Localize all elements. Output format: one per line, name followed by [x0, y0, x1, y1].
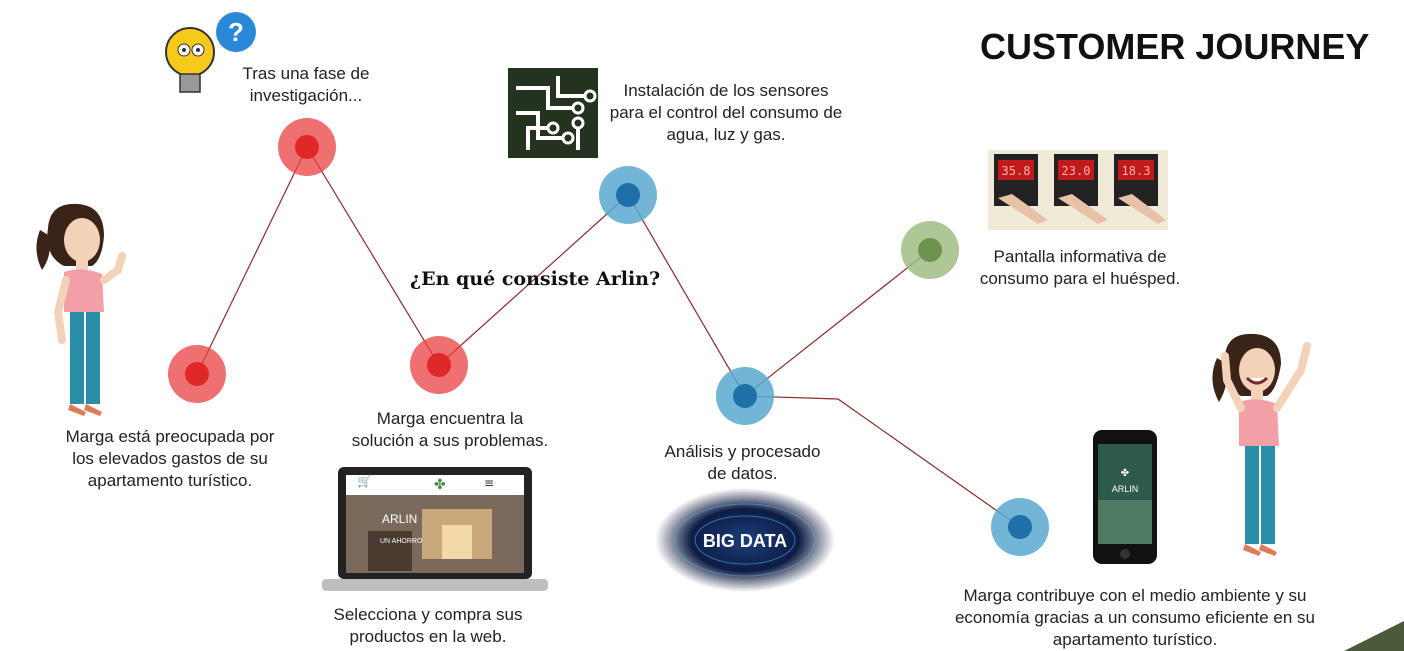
- smartphone-app-image: ✤ ARLIN: [1093, 430, 1157, 568]
- node-solution: [410, 336, 468, 394]
- step-result-text: Marga contribuye con el medio ambiente y…: [954, 586, 1316, 649]
- svg-text:≡: ≡: [484, 476, 494, 490]
- big-data-image: BIG DATA: [655, 488, 835, 597]
- meter-reading-3: 18.3: [1122, 164, 1151, 178]
- laptop-tagline: UN AHORRO: [380, 538, 423, 545]
- node-research: [278, 118, 336, 176]
- laptop-brand: ARLIN: [382, 512, 417, 526]
- big-data-label: BIG DATA: [703, 531, 787, 551]
- phone-brand: ARLIN: [1112, 484, 1139, 494]
- meter-reading-2: 23.0: [1062, 164, 1091, 178]
- svg-text:✤: ✤: [1121, 468, 1129, 479]
- node-analysis: [716, 367, 774, 425]
- node-display: [901, 221, 959, 279]
- page-title: CUSTOMER JOURNEY: [980, 26, 1370, 67]
- step-sensors-text: Instalación de los sensores para el cont…: [609, 81, 843, 144]
- corner-decoration: [1344, 621, 1404, 651]
- worried-woman-illustration: [30, 200, 140, 424]
- meter-reading-1: 35.8: [1002, 164, 1031, 178]
- svg-text:✤: ✤: [434, 477, 446, 493]
- happy-woman-illustration: [1205, 330, 1325, 564]
- laptop-website-image: 🛒 ✤ ≡ ARLIN UN AHORRO: [322, 465, 548, 597]
- circuit-icon: [508, 68, 598, 162]
- web-caption: Selecciona y compra sus productos en la …: [333, 605, 523, 646]
- journey-path: [196, 145, 931, 397]
- step-display-text: Pantalla informativa de consumo para el …: [979, 247, 1181, 288]
- consumption-meters-image: 35.8 23.0 18.3: [988, 150, 1168, 234]
- lightbulb-question-icon: ?: [158, 8, 258, 104]
- node-worried: [168, 345, 226, 403]
- step-worried-text: Marga está preocupada por los elevados g…: [65, 427, 275, 490]
- step-research-text: Tras una fase de investigación...: [242, 64, 370, 105]
- node-result: [991, 498, 1049, 556]
- step-solution-text: Marga encuentra la solución a sus proble…: [351, 409, 549, 450]
- svg-text:🛒: 🛒: [357, 474, 372, 488]
- question-heading: ¿En qué consiste Arlin?: [410, 268, 661, 290]
- node-sensors: [599, 166, 657, 224]
- journey-path-branch: [744, 395, 1021, 528]
- step-analysis-text: Análisis y procesado de datos.: [664, 442, 821, 483]
- svg-text:?: ?: [228, 17, 244, 47]
